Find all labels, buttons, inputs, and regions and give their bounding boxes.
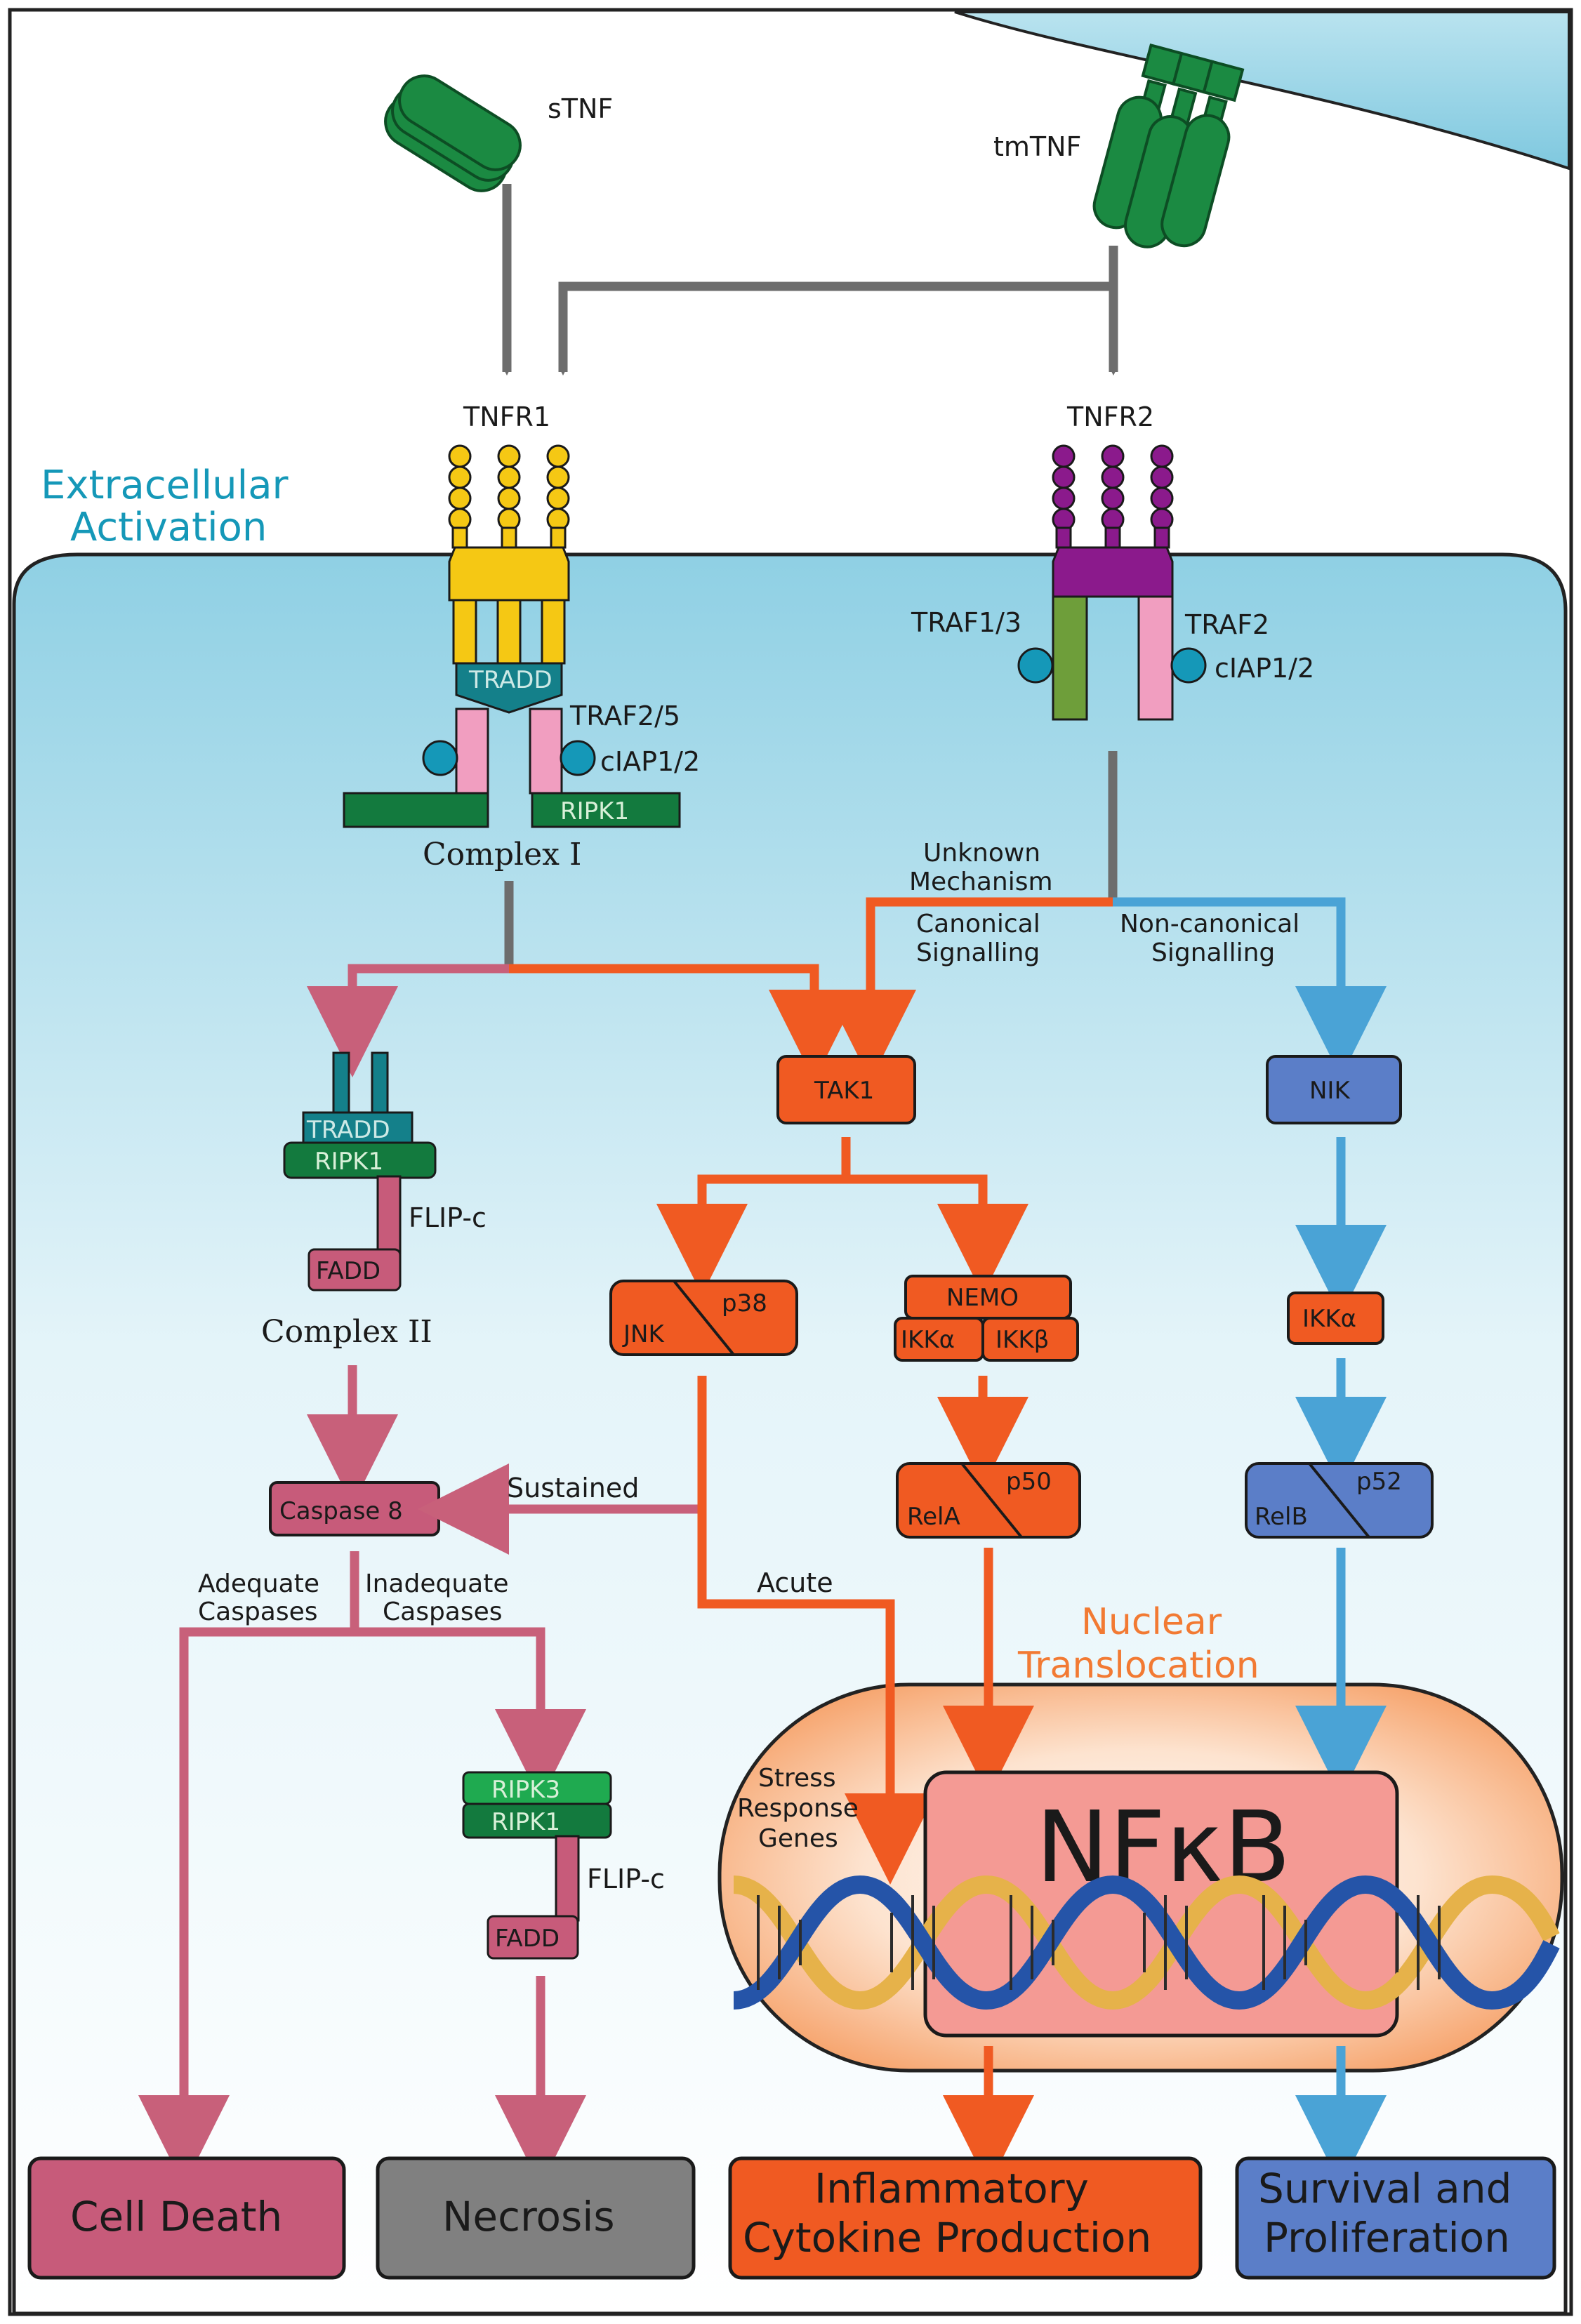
- ciap-right-label: cIAP1/2: [1215, 653, 1314, 684]
- acute-label: Acute: [757, 1567, 833, 1598]
- svg-text:TAK1: TAK1: [814, 1077, 874, 1105]
- outcome-inflammatory: Inflammatory Cytokine Production: [728, 2156, 1203, 2280]
- noncanonical-label-2: Signalling: [1151, 938, 1275, 967]
- svg-text:IKKα: IKKα: [1302, 1305, 1356, 1333]
- rela-p50-box: [896, 1462, 1081, 1539]
- outcome-cell-death: Cell Death: [27, 2156, 346, 2280]
- outcome-necrosis: Necrosis: [376, 2156, 696, 2280]
- adjacent-cell: [954, 11, 1570, 171]
- inadequate-arrow: [355, 1627, 586, 1800]
- inadequate-label-2: Caspases: [383, 1598, 503, 1626]
- ikka-nc-box: IKKα: [1287, 1292, 1384, 1345]
- rela-label: RelA: [907, 1503, 960, 1531]
- complex1-to-complex2-arrow: [307, 964, 509, 1077]
- svg-text:Cell Death: Cell Death: [70, 2193, 282, 2240]
- svg-text:Survival and: Survival and: [1258, 2165, 1511, 2212]
- relb-label: RelB: [1255, 1503, 1308, 1531]
- tradd-complex2-label: TRADD: [306, 1116, 390, 1144]
- p52-label: p52: [1356, 1468, 1402, 1496]
- traf25-label: TRAF2/5: [569, 700, 680, 731]
- nemo-label: NEMO: [946, 1284, 1019, 1312]
- unknown-label-2: Mechanism: [909, 868, 1053, 896]
- ciap-left-label: cIAP1/2: [600, 746, 700, 777]
- stnf-icon: [384, 74, 522, 192]
- ripk1-complex2-label: RIPK1: [315, 1148, 383, 1176]
- adequate-arrow: [138, 1627, 355, 2186]
- tradd-label: TRADD: [468, 666, 553, 694]
- adequate-label-2: Caspases: [198, 1598, 318, 1626]
- tmtnf-icon: [1092, 43, 1245, 248]
- fadd-label-1: FADD: [316, 1257, 381, 1285]
- ripk3-label: RIPK3: [491, 1776, 560, 1804]
- ripk1-necrosome-label: RIPK1: [491, 1808, 560, 1836]
- complex1-label: Complex I: [423, 837, 581, 872]
- ikkb-label: IKKβ: [995, 1326, 1049, 1354]
- tnfr1-label: TNFR1: [463, 401, 550, 432]
- complex2: [283, 1051, 437, 1292]
- fadd-label-2: FADD: [495, 1925, 560, 1953]
- tnfr2-receptor: [1017, 444, 1207, 721]
- ligand-arrows: [502, 184, 1118, 376]
- caspase8-box: Caspase 8: [269, 1481, 440, 1536]
- adequate-label-1: Adequate: [198, 1569, 319, 1598]
- p50-label: p50: [1006, 1468, 1052, 1496]
- extracellular-title-2: Activation: [70, 505, 267, 550]
- stress-label-1: Stress: [758, 1764, 836, 1793]
- acute-arrow: [697, 1509, 936, 1885]
- tak1-box: TAK1: [776, 1055, 916, 1124]
- canonical-arrow: [825, 897, 1113, 1081]
- svg-text:Proliferation: Proliferation: [1264, 2214, 1510, 2262]
- unknown-label-1: Unknown: [923, 839, 1040, 868]
- inadequate-label-1: Inadequate: [365, 1569, 509, 1598]
- traf2-label: TRAF2: [1184, 609, 1269, 640]
- tmtnf-label: tmTNF: [993, 131, 1081, 162]
- stress-label-3: Genes: [758, 1824, 838, 1853]
- svg-text:Necrosis: Necrosis: [442, 2193, 615, 2240]
- dna-helix: [732, 1875, 1560, 2010]
- necrosome: [462, 1771, 612, 1960]
- jnk-p38-box: [609, 1280, 798, 1356]
- traf13-label: TRAF1/3: [911, 607, 1021, 638]
- ripk1-complex1-label: RIPK1: [560, 797, 629, 825]
- svg-text:NIK: NIK: [1309, 1077, 1351, 1105]
- ikka-label: IKKα: [901, 1326, 955, 1354]
- canonical-label-2: Signalling: [916, 938, 1040, 967]
- svg-text:Inflammatory: Inflammatory: [814, 2165, 1089, 2212]
- relb-p52-box: [1245, 1462, 1434, 1539]
- sustained-label: Sustained: [507, 1473, 639, 1503]
- jnk-label: JNK: [622, 1320, 665, 1348]
- canonical-label-1: Canonical: [916, 910, 1040, 938]
- extracellular-title-1: Extracellular: [41, 463, 289, 508]
- flipc-label-1: FLIP-c: [409, 1202, 487, 1233]
- svg-text:Cytokine Production: Cytokine Production: [743, 2214, 1151, 2262]
- ikk-complex: [894, 1275, 1079, 1362]
- nuclear-title-1: Nuclear: [1081, 1601, 1222, 1643]
- tnfr2-label: TNFR2: [1066, 401, 1154, 432]
- p38-label: p38: [722, 1289, 767, 1317]
- nuclear-title-2: Translocation: [1017, 1645, 1259, 1687]
- nik-box: NIK: [1266, 1055, 1402, 1124]
- tnfr1-receptor: [343, 444, 681, 828]
- outcome-survival: Survival and Proliferation: [1235, 2156, 1556, 2280]
- stress-label-2: Response: [737, 1794, 859, 1823]
- svg-text:Caspase 8: Caspase 8: [279, 1497, 403, 1525]
- complex1-to-tak1-arrow: [509, 964, 860, 1081]
- complex2-label: Complex II: [261, 1314, 432, 1350]
- noncanonical-label-1: Non-canonical: [1120, 910, 1299, 938]
- noncanonical-arrow: [1113, 897, 1387, 1077]
- stnf-label: sTNF: [548, 93, 613, 124]
- tak1-branches: [656, 1137, 1028, 1295]
- flipc-label-2: FLIP-c: [587, 1864, 665, 1894]
